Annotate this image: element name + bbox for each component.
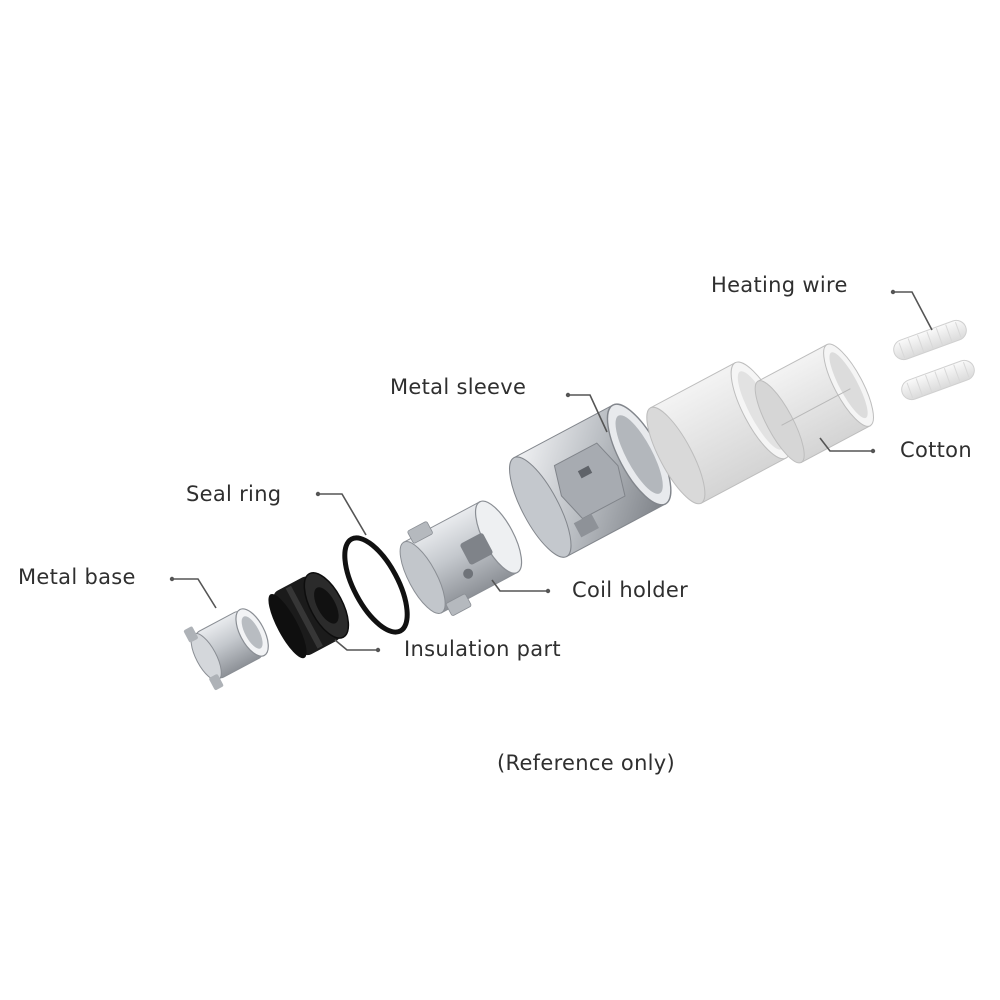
coil-holder-part <box>399 500 523 616</box>
metal-sleeve-part <box>509 403 672 558</box>
reference-note: (Reference only) <box>497 751 675 775</box>
metal-base-part <box>183 608 269 690</box>
leader-coil-holder <box>491 579 548 592</box>
cotton-inner-part <box>754 343 874 464</box>
heating-wire-coil-bottom <box>901 359 975 401</box>
leader-metal-base <box>172 578 217 609</box>
leader-seal-ring <box>318 493 367 536</box>
insulation-part-piece <box>268 572 350 659</box>
label-metal-base: Metal base <box>18 565 136 589</box>
label-metal-sleeve: Metal sleeve <box>390 375 526 399</box>
leader-insulation-part <box>334 639 378 651</box>
label-insulation-part: Insulation part <box>404 637 561 661</box>
heating-wire-coil-top <box>893 319 967 361</box>
leader-metal-sleeve <box>568 394 608 433</box>
label-coil-holder: Coil holder <box>572 578 688 602</box>
leader-cotton <box>819 437 873 452</box>
label-heating-wire: Heating wire <box>711 273 848 297</box>
leader-heating-wire <box>893 291 933 331</box>
label-cotton: Cotton <box>900 438 972 462</box>
label-seal-ring: Seal ring <box>186 482 281 506</box>
leader-lines <box>169 289 933 653</box>
